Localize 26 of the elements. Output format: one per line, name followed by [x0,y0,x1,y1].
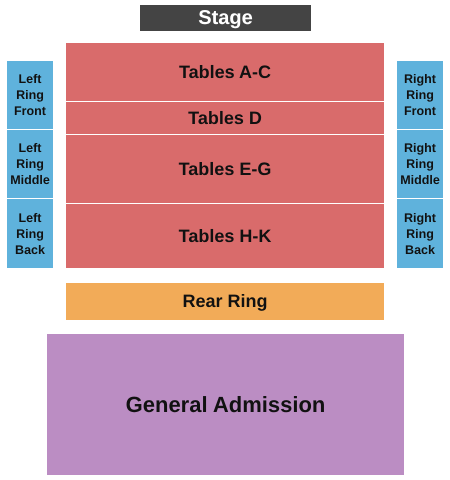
section-label: Tables D [187,106,263,130]
table-section [66,102,384,134]
general-admission-area [47,334,404,475]
ring-section [397,130,443,198]
section-label: Left Ring Middle [9,140,51,188]
section-label: Rear Ring [181,290,269,313]
table-section [66,204,384,268]
section-label: Left Ring Back [14,210,46,258]
ring-section [7,130,53,198]
ring-section [397,199,443,268]
rear-ring-section [66,283,384,320]
ring-section [7,199,53,268]
section-label: Tables A-C [178,60,272,84]
section-label: Left Ring Front [13,71,47,119]
section-label: Right Ring Middle [399,140,441,188]
section-label: Tables E-G [178,158,272,180]
section-label: Tables H-K [178,224,272,248]
table-section [66,43,384,101]
ring-section [7,61,53,129]
section-label: Stage [197,6,254,31]
stage-area [140,5,311,31]
section-label: General Admission [124,391,326,419]
section-label: Right Ring Back [403,210,437,258]
ring-section [397,61,443,129]
section-label: Right Ring Front [403,71,437,119]
table-section [66,135,384,203]
